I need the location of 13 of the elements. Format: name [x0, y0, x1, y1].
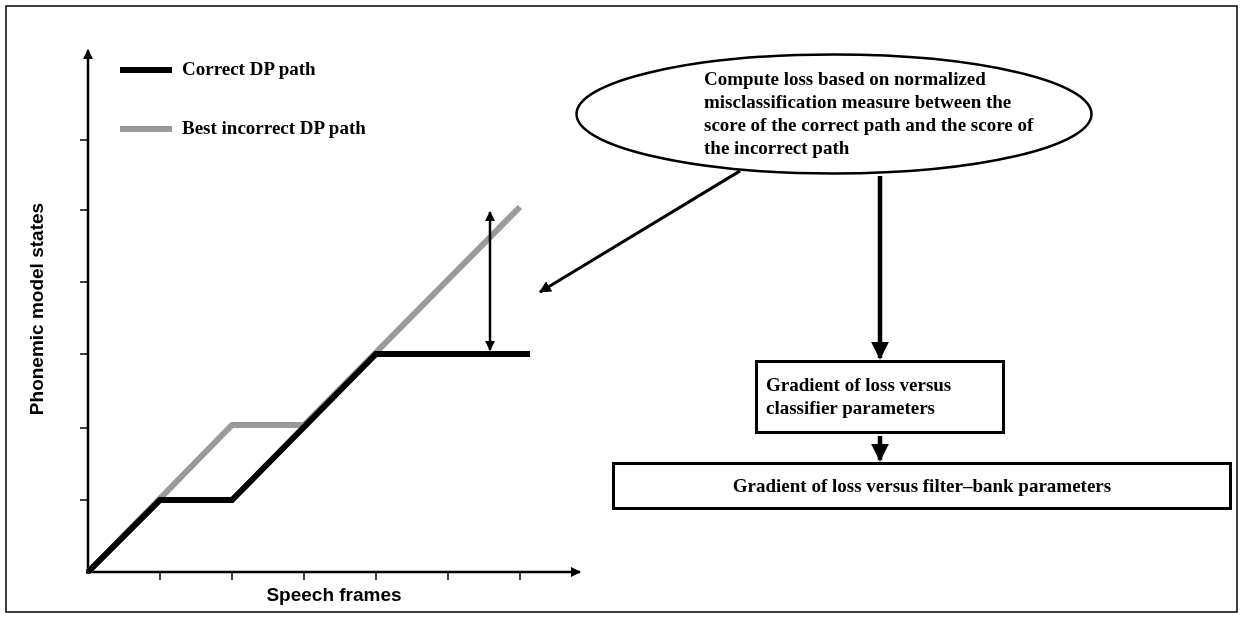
arrow — [871, 176, 889, 360]
node-text: Compute loss based on normalized misclassification measure between the score of the correct path and the score of the incorrect path — [703, 68, 1034, 160]
node-text: Gradient of loss versus filter–bank parameters — [731, 474, 1113, 498]
process-box — [755, 360, 1005, 434]
node-text: Gradient of loss versus classifier parameters — [765, 374, 953, 420]
legend-label: Correct DP path — [182, 58, 316, 80]
process-box — [612, 462, 1232, 510]
arrow — [538, 169, 741, 294]
axis-label: Phonemic model states — [26, 201, 48, 418]
arrow — [871, 436, 889, 462]
process-ellipse — [575, 53, 1093, 175]
axis-label: Speech frames — [265, 584, 403, 606]
legend-label: Best incorrect DP path — [182, 117, 366, 139]
